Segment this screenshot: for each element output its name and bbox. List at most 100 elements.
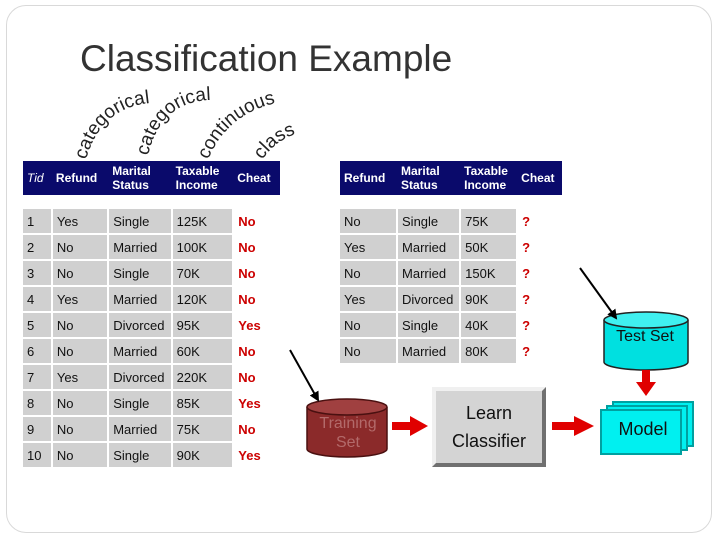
learn-label: Learn [465, 403, 513, 423]
training-table-cell: No [51, 338, 110, 365]
training-header-tid: Tid [23, 161, 52, 195]
test-header-refund: Refund [340, 161, 398, 195]
training-table-cell: No [233, 286, 281, 313]
test-table-cell: Married [397, 338, 462, 365]
training-table-cell: Married [108, 234, 173, 261]
training-table-cell: Divorced [108, 312, 173, 339]
training-table-cell: 3 [23, 260, 53, 287]
training-table-cell: No [51, 390, 110, 417]
test-header-marital-status: Marital Status [397, 161, 461, 195]
training-table-cell: 220K [171, 364, 235, 391]
test-table-cell: ? [517, 338, 563, 365]
training-table-cell: 125K [171, 209, 235, 235]
training-table-cell: Married [108, 286, 173, 313]
training-table-cell: Yes [51, 286, 110, 313]
test-table-cell: Yes [340, 234, 399, 261]
test-header-cheat: Cheat [517, 161, 562, 195]
training-table-cell: No [233, 209, 281, 235]
training-header-taxable-income: Taxable Income [171, 161, 234, 195]
test-table-cell: 90K [460, 286, 519, 313]
training-table-cell: 9 [23, 416, 53, 443]
training-table-cell: 90K [171, 442, 235, 469]
training-table-cell: 120K [171, 286, 235, 313]
test-table-cell: Single [397, 312, 462, 339]
training-table-cell: No [233, 364, 281, 391]
test-table-cell: 50K [460, 234, 519, 261]
training-table-cell: Yes [51, 209, 110, 235]
training-table-cell: Single [108, 442, 173, 469]
training-table-cell: 1 [23, 209, 53, 235]
training-table-cell: No [233, 234, 281, 261]
training-table-cell: No [51, 260, 110, 287]
training-table-cell: 6 [23, 338, 53, 365]
page-title: Classification Example [80, 38, 453, 79]
training-table-cell: No [51, 442, 110, 469]
test-table: Refund Marital Status Taxable Income Che… [340, 161, 563, 365]
test-table-cell: No [340, 209, 399, 235]
training-table-cell: Single [108, 209, 173, 235]
test-table-cell: ? [517, 286, 563, 313]
test-set-label: Test Set [616, 328, 674, 345]
slide-frame [6, 5, 712, 533]
training-table-cell: 8 [23, 390, 53, 417]
training-table-cell: Yes [51, 364, 110, 391]
training-table-cell: Yes [233, 390, 281, 417]
training-table-cell: No [233, 338, 281, 365]
training-header-cheat: Cheat [233, 161, 280, 195]
test-table-cell: 40K [460, 312, 519, 339]
classifier-label: Classifier [451, 431, 526, 451]
model-sheet-front [600, 409, 682, 455]
training-table-cell: Yes [233, 312, 281, 339]
training-set-label: Training Set [319, 415, 377, 451]
model-label: Model [618, 419, 668, 439]
test-table-cell: 75K [460, 209, 519, 235]
test-table-cell: Single [397, 209, 462, 235]
test-table-cell: Married [397, 234, 462, 261]
training-table-cell: 5 [23, 312, 53, 339]
training-table-cell: No [51, 234, 110, 261]
test-table-cell: 80K [460, 338, 519, 365]
training-table-cell: 60K [171, 338, 235, 365]
training-table-cell: 75K [171, 416, 235, 443]
training-table: Tid Refund Marital Status Taxable Income… [23, 161, 281, 469]
learn-classifier-box: Learn Classifier [432, 387, 546, 467]
test-table-cell: ? [517, 234, 563, 261]
test-table-cell: Married [397, 260, 462, 287]
training-table-cell: 4 [23, 286, 53, 313]
training-table-cell: No [233, 260, 281, 287]
test-table-cell: No [340, 260, 399, 287]
test-table-cell: No [340, 338, 399, 365]
model-stack [600, 401, 696, 455]
training-table-cell: Single [108, 260, 173, 287]
training-header-marital-status: Marital Status [108, 161, 172, 195]
test-table-cell: ? [517, 209, 563, 235]
training-table-cell: Divorced [108, 364, 173, 391]
test-table-cell: Divorced [397, 286, 462, 313]
test-table-cell: No [340, 312, 399, 339]
training-header-refund: Refund [51, 161, 109, 195]
training-table-cell: 2 [23, 234, 53, 261]
training-table-cell: Single [108, 390, 173, 417]
training-table-cell: No [233, 416, 281, 443]
training-table-cell: No [51, 312, 110, 339]
training-table-cell: Yes [233, 442, 281, 469]
training-table-cell: 100K [171, 234, 235, 261]
test-table-cell: 150K [460, 260, 519, 287]
